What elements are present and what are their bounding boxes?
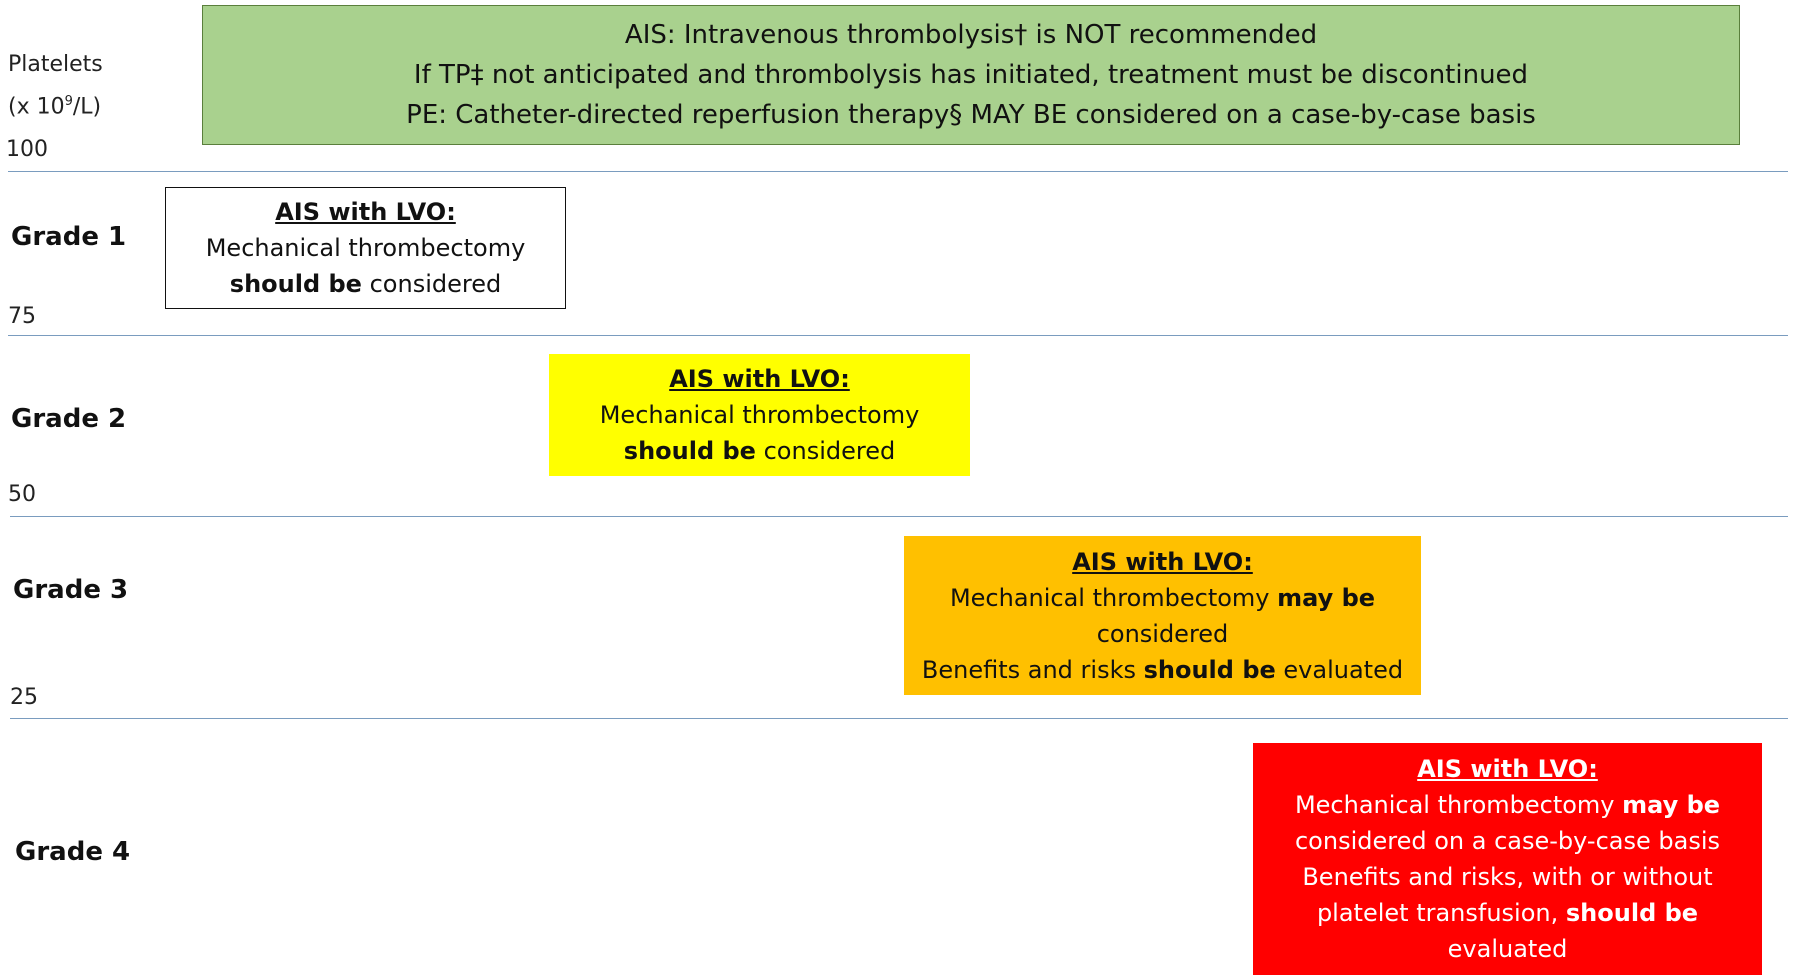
top-box-line3: PE: Catheter-directed reperfusion therap… <box>406 100 1536 130</box>
grade-2-recommendation-box: AIS with LVO: Mechanical thrombectomy sh… <box>549 354 970 476</box>
y-axis-unit-exponent: 9 <box>64 94 73 109</box>
threshold-line-75 <box>8 335 1788 336</box>
grade-3-box-line3: Benefits and risks should be evaluated <box>904 652 1421 688</box>
tick-label-100: 100 <box>6 137 48 162</box>
grade-4-box-line5: evaluated <box>1447 935 1568 963</box>
threshold-line-25 <box>10 718 1788 719</box>
y-axis-title-line2: (x 109/L) <box>8 83 103 125</box>
grade-2-label: Grade 2 <box>11 404 127 434</box>
grade-3-box-line1-emphasis: may be <box>1277 583 1376 612</box>
grade-2-box-emphasis: should be <box>623 437 756 465</box>
y-axis-title: Platelets (x 109/L) <box>8 46 103 125</box>
grade-4-box-line1-plain: Mechanical thrombectomy <box>1294 791 1623 819</box>
grade-1-label: Grade 1 <box>11 222 127 252</box>
grade-4-box-line4-emphasis: should be <box>1565 899 1699 927</box>
grade-4-box-line1-emphasis: may be <box>1622 791 1721 819</box>
grade-3-label: Grade 3 <box>13 575 129 605</box>
grade-4-recommendation-box: AIS with LVO: Mechanical thrombectomy ma… <box>1253 743 1762 975</box>
tick-label-75: 75 <box>8 304 36 329</box>
grade-2-box-heading: AIS with LVO: <box>669 365 850 393</box>
grade-4-box-line4: platelet transfusion, should be <box>1253 895 1762 931</box>
grade-2-box-line1: Mechanical thrombectomy <box>599 401 920 429</box>
grade-3-recommendation-box: AIS with LVO: Mechanical thrombectomy ma… <box>904 536 1421 695</box>
threshold-line-50 <box>10 516 1788 517</box>
grade-3-box-line3-plain: Benefits and risks <box>921 655 1144 684</box>
grade-4-box-line4-plain: platelet transfusion, <box>1316 899 1566 927</box>
grade-4-label: Grade 4 <box>15 837 131 867</box>
grade-4-box-line1: Mechanical thrombectomy may be <box>1253 787 1762 823</box>
grade-3-box-heading: AIS with LVO: <box>1072 547 1253 576</box>
top-box-line1: AIS: Intravenous thrombolysis† is NOT re… <box>624 20 1318 50</box>
y-axis-title-line1: Platelets <box>8 52 103 77</box>
tick-label-25: 25 <box>10 685 38 710</box>
grade-1-box-heading: AIS with LVO: <box>275 198 456 226</box>
threshold-line-100 <box>8 171 1788 172</box>
grade-1-box-line2-rest: considered <box>361 270 502 298</box>
grade-1-box-emphasis: should be <box>229 270 362 298</box>
grade-2-box-line2-rest: considered <box>755 437 896 465</box>
grade-2-box-line2: should be considered <box>549 433 970 469</box>
grade-3-box-line3-rest: evaluated <box>1275 655 1404 684</box>
grade-3-box-line1: Mechanical thrombectomy may be <box>904 580 1421 616</box>
thrombolysis-recommendation-box: AIS: Intravenous thrombolysis† is NOT re… <box>202 5 1740 145</box>
grade-1-box-line2: should be considered <box>166 266 565 302</box>
y-axis-unit-suffix: /L) <box>72 94 102 120</box>
grade-4-box-line3: Benefits and risks, with or without <box>1302 863 1713 891</box>
grade-3-box-line3-emphasis: should be <box>1143 655 1276 684</box>
grade-3-box-line1-plain: Mechanical thrombectomy <box>949 583 1278 612</box>
grade-1-recommendation-box: AIS with LVO: Mechanical thrombectomy sh… <box>165 187 566 309</box>
grade-1-box-line1: Mechanical thrombectomy <box>205 234 526 262</box>
grade-4-box-line2: considered on a case-by-case basis <box>1294 827 1720 855</box>
top-box-line2: If TP‡ not anticipated and thrombolysis … <box>413 60 1529 90</box>
grade-4-box-heading: AIS with LVO: <box>1417 755 1598 783</box>
tick-label-50: 50 <box>8 482 36 507</box>
y-axis-unit-prefix: (x 10 <box>8 94 65 120</box>
grade-3-box-line2: considered <box>1096 619 1229 648</box>
